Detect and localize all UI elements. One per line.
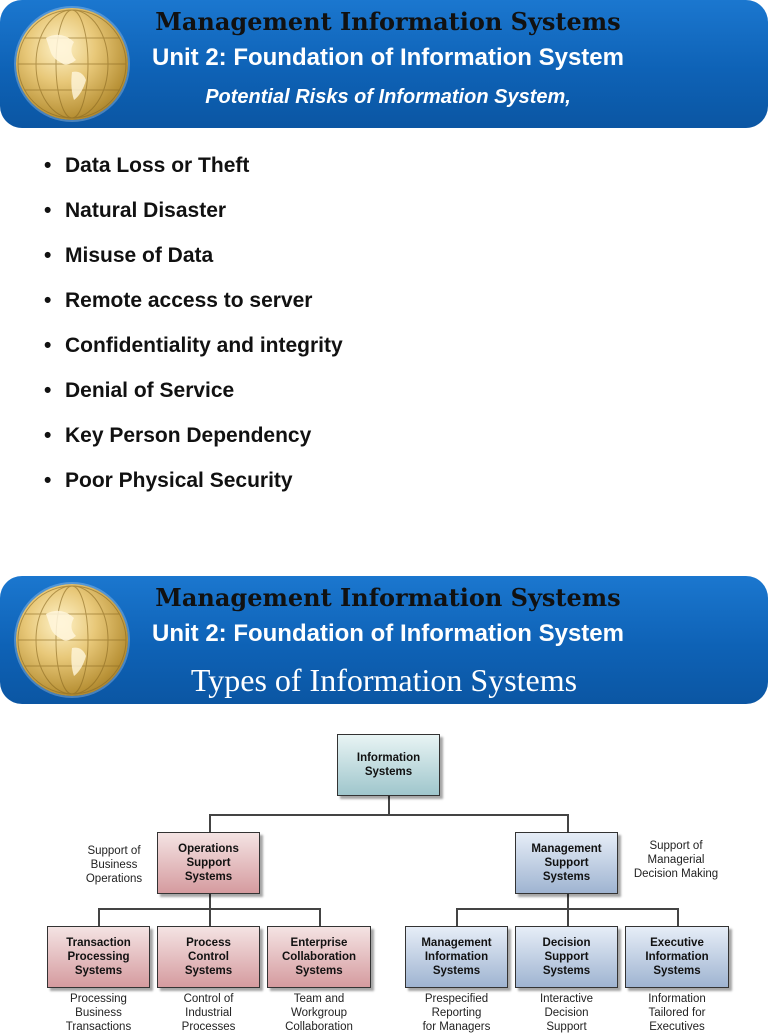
list-item: • Remote access to server <box>44 289 343 334</box>
connector-line <box>209 908 211 926</box>
connector-line <box>567 908 569 926</box>
list-item: • Key Person Dependency <box>44 424 343 469</box>
list-item: • Denial of Service <box>44 379 343 424</box>
connector-line <box>98 908 100 926</box>
bullet-icon: • <box>44 244 52 267</box>
risk-text: Confidentiality and integrity <box>65 334 343 357</box>
slide1-banner: Management Information Systems Unit 2: F… <box>0 0 768 128</box>
eis-caption: Information Tailored for Executives <box>648 993 706 1033</box>
risk-text: Remote access to server <box>65 289 313 312</box>
connector-line <box>567 894 569 908</box>
ecs-caption: Team and Workgroup Collaboration <box>285 993 353 1033</box>
information-systems-node: Information Systems <box>337 734 440 796</box>
is-types-diagram: Information Systems Support of Business … <box>0 728 768 1033</box>
bullet-icon: • <box>44 379 52 402</box>
management-support-node: Management Support Systems <box>515 832 618 894</box>
mis-caption: Prespecified Reporting for Managers <box>422 993 491 1033</box>
connector-line <box>209 814 568 816</box>
bullet-icon: • <box>44 424 52 447</box>
globe-logo-icon <box>16 584 128 696</box>
bullet-icon: • <box>44 469 52 492</box>
pcs-caption: Control of Industrial Processes <box>181 993 236 1033</box>
eis-node: Executive Information Systems <box>625 926 729 988</box>
slide2-banner: Management Information Systems Unit 2: F… <box>0 576 768 704</box>
list-item: • Confidentiality and integrity <box>44 334 343 379</box>
slide2-title: Management Information Systems <box>155 583 621 612</box>
mis-node: Management Information Systems <box>405 926 508 988</box>
slide1-title: Management Information Systems <box>155 7 621 36</box>
list-item: • Poor Physical Security <box>44 469 343 514</box>
slide1-subtitle: Potential Risks of Information System, <box>205 86 571 108</box>
risk-text: Poor Physical Security <box>65 469 293 492</box>
list-item: • Natural Disaster <box>44 199 343 244</box>
connector-line <box>456 908 458 926</box>
list-item: • Misuse of Data <box>44 244 343 289</box>
connector-line <box>209 814 211 832</box>
dss-node: Decision Support Systems <box>515 926 618 988</box>
tps-node: Transaction Processing Systems <box>47 926 150 988</box>
dss-caption: Interactive Decision Support <box>539 993 594 1033</box>
risk-list: • Data Loss or Theft • Natural Disaster • M… <box>44 154 343 514</box>
bullet-icon: • <box>44 334 52 357</box>
slide2-subtitle: Types of Information Systems <box>190 662 578 698</box>
slide1-unit-heading: Unit 2: Foundation of Information System <box>152 44 624 71</box>
globe-logo-icon <box>16 8 128 120</box>
risk-text: Denial of Service <box>65 379 235 402</box>
ecs-node: Enterprise Collaboration Systems <box>267 926 371 988</box>
ops-note: Support of Business Operations <box>85 845 143 885</box>
risk-text: Key Person Dependency <box>65 424 312 447</box>
connector-line <box>567 814 569 832</box>
risk-text: Natural Disaster <box>65 199 227 222</box>
tps-caption: Processing Business Transactions <box>65 993 132 1033</box>
bullet-icon: • <box>44 199 52 222</box>
bullet-icon: • <box>44 289 52 312</box>
risk-text: Data Loss or Theft <box>65 154 250 177</box>
list-item: • Data Loss or Theft <box>44 154 343 199</box>
bullet-icon: • <box>44 154 52 177</box>
connector-line <box>319 908 321 926</box>
operations-support-node: Operations Support Systems <box>157 832 260 894</box>
pcs-node: Process Control Systems <box>157 926 260 988</box>
connector-line <box>209 894 211 908</box>
risk-text: Misuse of Data <box>65 244 214 267</box>
connector-line <box>388 796 390 814</box>
connector-line <box>677 908 679 926</box>
slide2-unit-heading: Unit 2: Foundation of Information System <box>152 620 624 647</box>
mgmt-note: Support of Managerial Decision Making <box>633 840 719 880</box>
